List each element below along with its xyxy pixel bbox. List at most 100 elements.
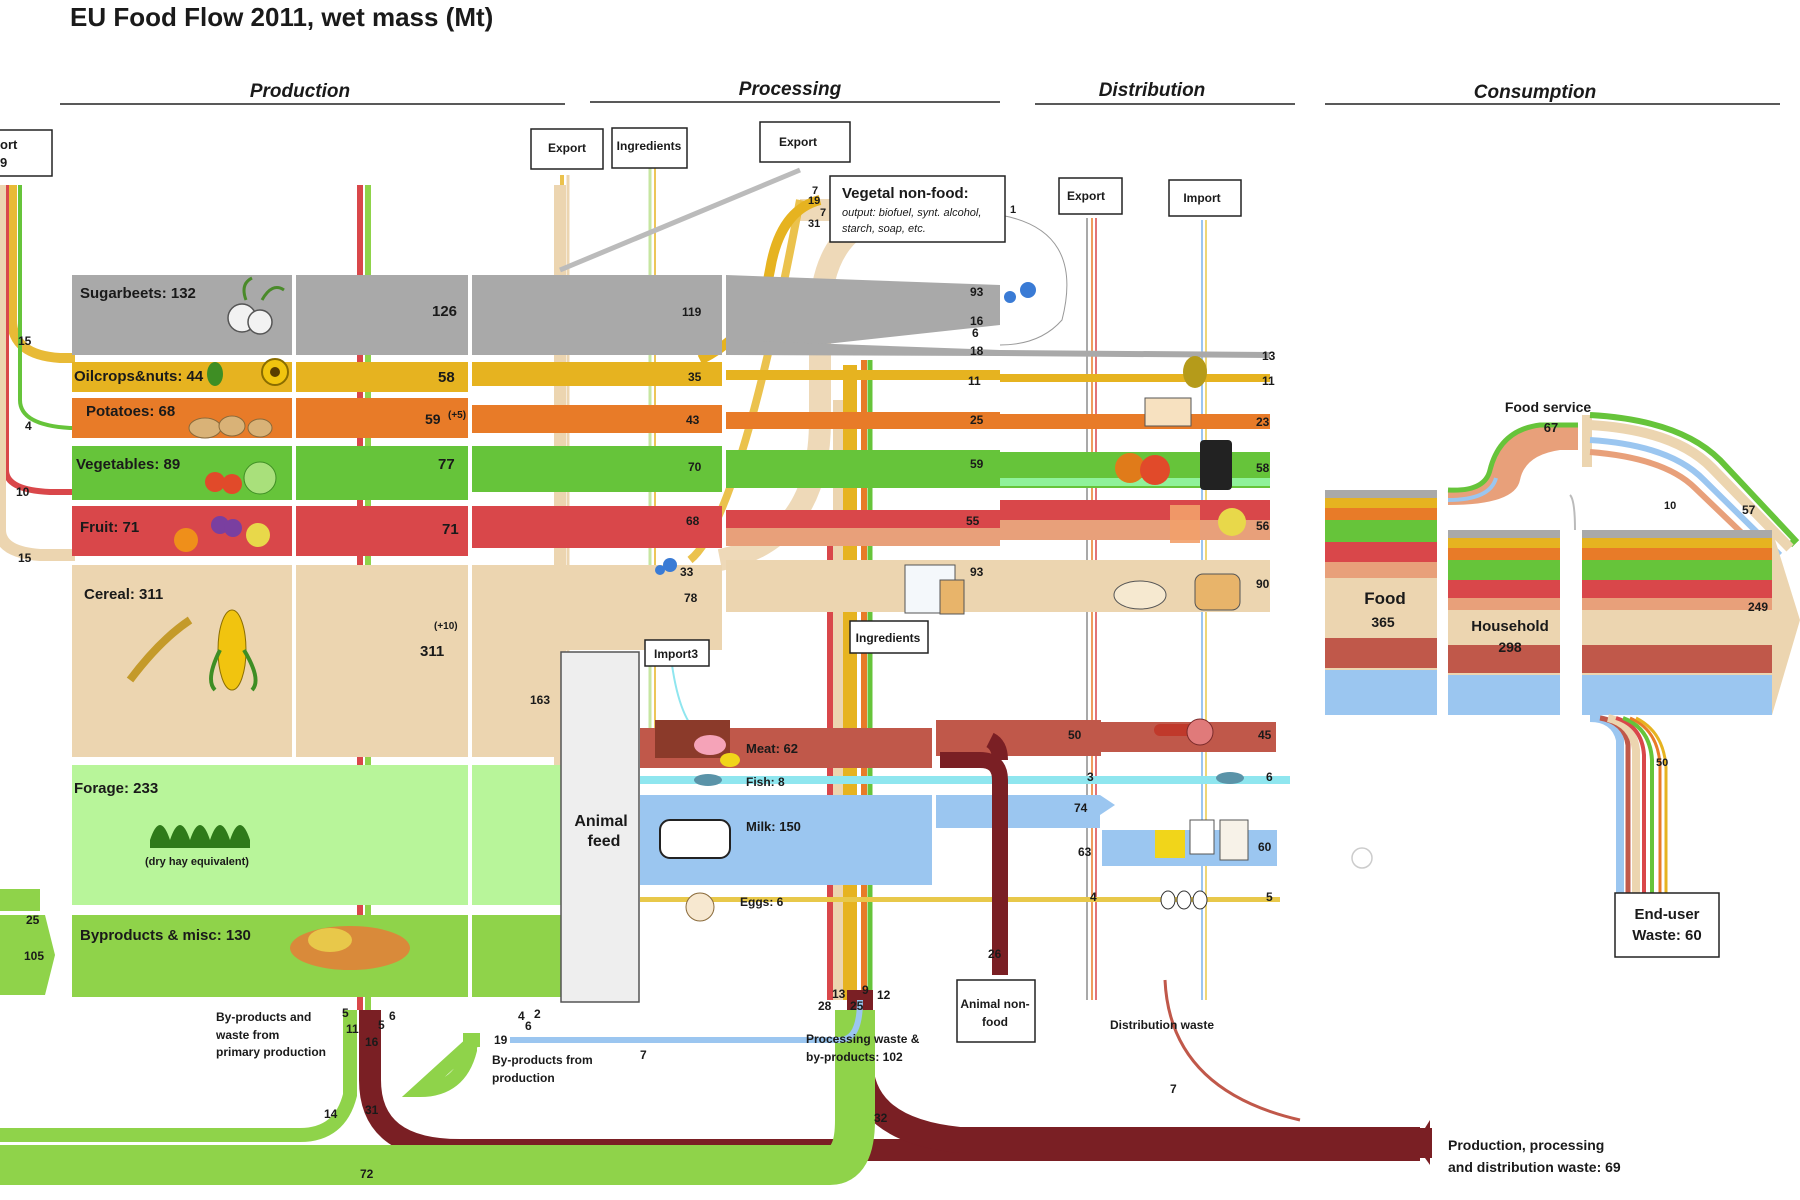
animal-feed-box: [560, 651, 640, 1003]
production-potatoes: [72, 397, 1270, 439]
waste-byprod-1: By-products from: [492, 1053, 593, 1067]
value-m45: 45: [1258, 728, 1272, 742]
label-milk: Milk: 150: [746, 819, 801, 834]
value-w7: 7: [640, 1048, 647, 1062]
value-h50: 50: [1656, 757, 1668, 769]
corn-icon: [217, 609, 247, 691]
value-p23: 23: [1256, 415, 1270, 429]
label-meat: Meat: 62: [746, 741, 798, 756]
steak-icon: [1186, 718, 1214, 746]
byproducts-icon: [290, 926, 410, 970]
label-household: Household: [1471, 618, 1549, 635]
cheese-icon: [1155, 830, 1185, 858]
production-vegetables: [72, 440, 1270, 500]
chart-title: EU Food Flow 2011, wet mass (Mt): [70, 2, 493, 32]
value-mi60: 60: [1258, 840, 1272, 854]
value-e7b: 7: [820, 207, 826, 219]
label-fish: Fish: 8: [746, 775, 785, 789]
stage-production: Production: [250, 81, 350, 102]
value-c163: 163: [530, 693, 550, 707]
chicken-icon: [720, 753, 740, 767]
vegetal-nonfood-box: [829, 175, 1006, 243]
waste-labels: By-products and waste from primary produ…: [215, 1010, 1621, 1175]
value-w28: 28: [818, 999, 832, 1013]
animal-feed-label-1: Animal: [574, 813, 627, 830]
value-w31: 31: [365, 1103, 379, 1117]
label-eggs: Eggs: 6: [740, 895, 784, 909]
label-sugarbeets: Sugarbeets: 132: [80, 285, 196, 302]
value-p25: 25: [970, 413, 984, 427]
fish-icon: [694, 774, 722, 786]
value-w14: 14: [324, 1107, 338, 1121]
value-mi63: 63: [1078, 845, 1092, 859]
waste-primary-3: primary production: [216, 1045, 326, 1059]
water-drop-icon: [1004, 291, 1016, 303]
label-vegetables: Vegetables: 89: [76, 456, 180, 473]
vegetal-nonfood-sub1: output: biofuel, synt. alcohol,: [842, 207, 981, 219]
value-v70: 70: [688, 460, 702, 474]
value-w32: 32: [874, 1111, 888, 1125]
value-s13: 13: [1262, 349, 1276, 363]
value-o11: 11: [968, 374, 981, 388]
production-oilcrops: [72, 356, 1270, 392]
value-c311: 311: [420, 643, 444, 660]
production-cereal: [72, 558, 1270, 757]
orange-icon: [174, 528, 198, 552]
value-s18: 18: [970, 344, 984, 358]
value-e7: 7: [812, 185, 818, 197]
value-eg4: 4: [1090, 890, 1097, 904]
value-n15b: 15: [18, 551, 32, 565]
import-box-left-label: ort: [0, 137, 18, 152]
label-household-value: 298: [1498, 639, 1522, 655]
label-food-service-value: 67: [1544, 420, 1558, 435]
value-f55: 55: [966, 514, 980, 528]
value-o35: 35: [688, 370, 702, 384]
value-o58: 58: [438, 369, 455, 386]
waste-primary-1: By-products and: [216, 1010, 311, 1024]
value-s119: 119: [682, 305, 702, 319]
value-c10: (+10): [434, 621, 458, 632]
milk-carton-icon: [1219, 819, 1249, 861]
value-w72: 72: [360, 1167, 374, 1181]
ingredients-box-1: [611, 127, 688, 169]
waste-byprod-2: production: [492, 1071, 555, 1085]
value-w26: 26: [988, 947, 1002, 961]
value-w2: 2: [534, 1007, 541, 1021]
waste-processing-1: Processing waste &: [806, 1032, 920, 1046]
juice-icon: [1170, 505, 1200, 543]
import-box-mid: [644, 639, 710, 667]
value-w7b: 7: [1170, 1082, 1177, 1096]
ingredients-box-2-label: Ingredients: [856, 631, 921, 645]
production-sugarbeets: [72, 275, 1270, 358]
value-w16: 16: [365, 1035, 379, 1049]
value-eg5: 5: [1266, 890, 1273, 904]
tomato-icon: [205, 472, 225, 492]
ingredients-box-1-label: Ingredients: [617, 139, 682, 153]
milk-glass-icon: [1189, 819, 1215, 855]
vegetables-icon: [1115, 453, 1145, 483]
value-n4: 4: [25, 419, 32, 433]
pasta-icon: [1113, 580, 1167, 610]
value-n15a: 15: [18, 334, 32, 348]
waste-flows: [0, 732, 1420, 1185]
export-box-2-label: Export: [779, 135, 817, 149]
pig-icon: [694, 735, 726, 755]
fries-icon: [1144, 397, 1192, 427]
waste-distribution: Distribution waste: [1110, 1018, 1214, 1032]
value-b25: 25: [26, 913, 40, 927]
value-s6: 6: [972, 326, 979, 340]
total-waste-arrow: [1418, 1120, 1430, 1165]
export-box-1: [530, 128, 604, 170]
value-w6b: 6: [525, 1019, 532, 1033]
can-icon: [1200, 440, 1232, 490]
production-fruit: [72, 500, 1270, 556]
value-fs10: 10: [1664, 500, 1676, 512]
value-c33: 33: [680, 565, 694, 579]
value-v77: 77: [438, 456, 455, 473]
value-fi3: 3: [1087, 770, 1094, 784]
animal-flows: [640, 718, 1290, 922]
production-byproducts: [0, 915, 562, 997]
wheat-icon: [126, 616, 193, 683]
value-f68: 68: [686, 514, 700, 528]
label-oilcrops: Oilcrops&nuts: 44: [74, 368, 204, 385]
